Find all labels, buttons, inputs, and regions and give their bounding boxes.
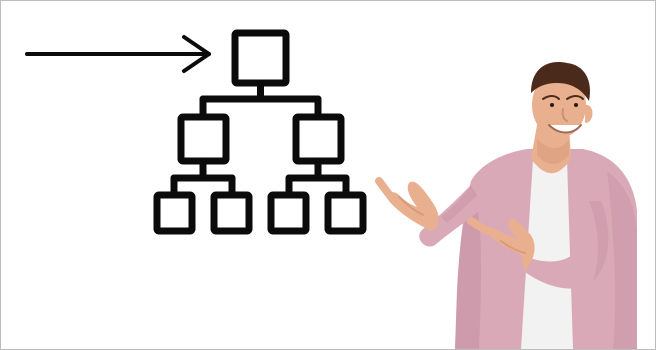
arm-right <box>521 201 609 289</box>
org-node-bottom-2 <box>210 191 253 235</box>
org-node-top <box>231 29 290 87</box>
org-node-mid-left <box>177 113 230 165</box>
smile <box>548 124 582 134</box>
org-node-bottom-3 <box>267 191 310 235</box>
undershirt <box>521 159 573 349</box>
org-node-bottom-1 <box>153 191 196 235</box>
head <box>532 72 586 138</box>
org-node-bottom-4 <box>324 191 367 235</box>
hand-right <box>485 219 535 271</box>
org-chart-icon <box>153 29 367 235</box>
org-node-mid-right <box>292 113 345 165</box>
hair <box>531 62 591 101</box>
arrow-right-icon <box>25 35 211 73</box>
person-pointing <box>375 62 637 349</box>
ear-right <box>585 104 593 123</box>
arm-left <box>419 185 479 247</box>
hand-left <box>387 181 439 231</box>
